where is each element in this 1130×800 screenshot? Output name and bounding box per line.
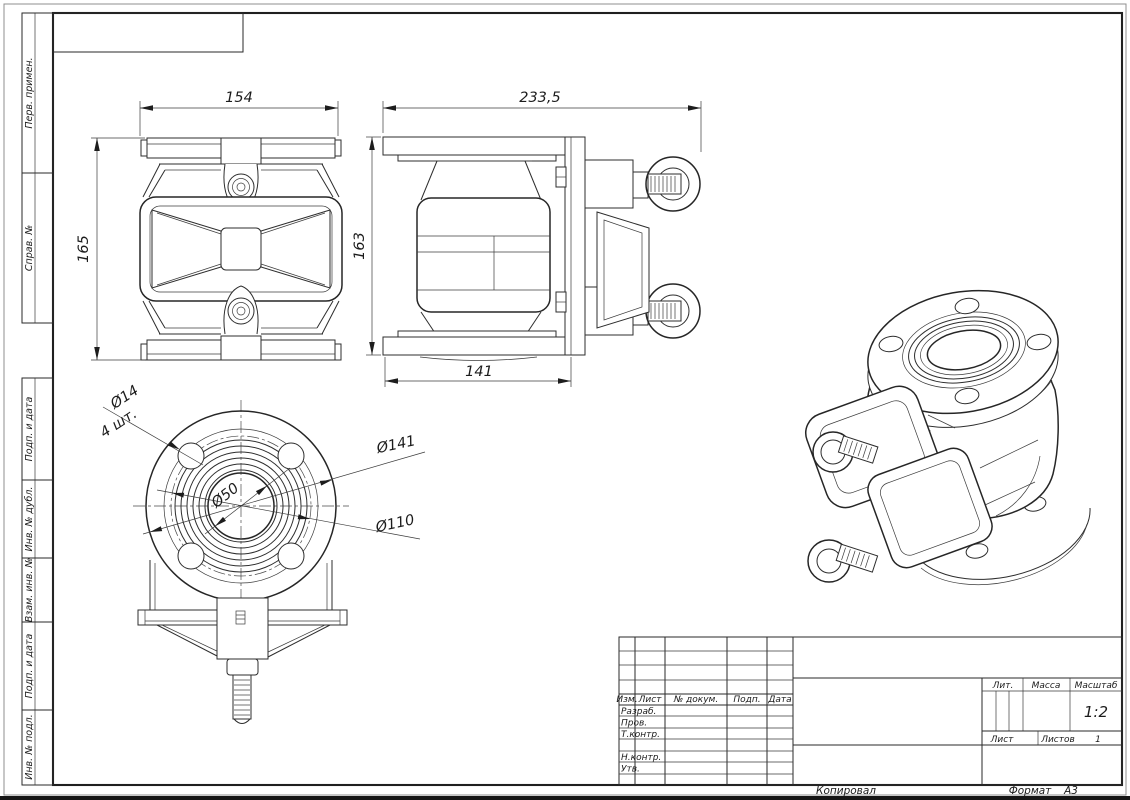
footer-format-label: Формат <box>1009 785 1052 797</box>
tb-col-list: Лист <box>638 695 663 705</box>
margin-columns: Перв. примен. Справ. № Подп. и дата Инв.… <box>21 12 54 786</box>
margin-label-vzam-inv: Взам. инв. № <box>24 558 35 623</box>
tb-row-approved: Утв. <box>621 765 640 775</box>
tb-sheets-label: Листов <box>1040 735 1075 745</box>
tb-mass-label: Масса <box>1032 681 1061 691</box>
footer-copied: Копировал <box>816 785 876 797</box>
tb-row-checked: Пров. <box>621 719 647 729</box>
tb-col-sign: Подп. <box>733 695 760 705</box>
tb-sheet-label: Лист <box>990 735 1015 745</box>
margin-label-inv-podl: Инв. № подл. <box>24 714 35 780</box>
stem-thread-hatch <box>234 679 250 716</box>
dim-front-height: 165 <box>76 137 145 361</box>
margin-label-podp-data-2: Подп. и дата <box>24 633 35 698</box>
tb-lit-label: Лит. <box>992 681 1014 691</box>
title-block: Изм. Лист № докум. Подп. Дата Разраб. Пр… <box>616 636 1123 786</box>
svg-text:Ø14: Ø14 <box>107 383 142 413</box>
thread-hatch-top <box>650 176 676 192</box>
footer-format-value: А3 <box>1063 785 1078 797</box>
isometric-view <box>805 289 1091 586</box>
tb-row-t-control: Т.контр. <box>621 730 660 740</box>
face-view: Ø14 4 шт. Ø141 Ø110 Ø50 <box>98 383 426 724</box>
svg-text:Ø141: Ø141 <box>374 433 417 457</box>
svg-text:163: 163 <box>352 232 368 260</box>
front-view: 154 165 <box>76 90 343 361</box>
side-view: 233,5 163 141 <box>352 90 702 387</box>
thread-hatch-bottom <box>650 303 676 319</box>
footer-strip: Копировал Формат А3 <box>816 785 1078 797</box>
svg-text:141: 141 <box>465 364 493 380</box>
tb-scale-value: 1:2 <box>1084 703 1108 721</box>
dim-side-height: 163 <box>352 136 381 356</box>
svg-text:233,5: 233,5 <box>519 90 561 106</box>
svg-text:Ø110: Ø110 <box>373 512 416 536</box>
tb-scale-label: Масштаб <box>1075 681 1118 691</box>
margin-label-podp-data-1: Подп. и дата <box>24 396 35 461</box>
tb-col-izm: Изм. <box>616 695 637 705</box>
tb-col-doc: № докум. <box>673 695 718 705</box>
sheet-bottom-edge <box>0 796 1130 800</box>
svg-text:165: 165 <box>76 235 92 263</box>
margin-label-sprav: Справ. № <box>24 225 35 271</box>
tb-row-n-control: Н.контр. <box>621 753 661 763</box>
tb-sheets-value: 1 <box>1095 735 1101 745</box>
dim-side-width: 233,5 <box>382 90 702 152</box>
corner-reference-box <box>52 12 244 53</box>
dim-side-flange-width: 141 <box>384 357 572 387</box>
svg-text:154: 154 <box>225 90 253 106</box>
dim-front-width: 154 <box>139 90 339 136</box>
margin-label-perv-primen: Перв. примен. <box>24 57 35 128</box>
svg-text:4 шт.: 4 шт. <box>98 406 140 441</box>
margin-label-inv-dubl: Инв. № дубл. <box>24 487 35 552</box>
svg-text:Ø50: Ø50 <box>208 480 242 512</box>
tb-col-date: Дата <box>767 695 791 705</box>
tb-row-developed: Разраб. <box>621 707 656 717</box>
